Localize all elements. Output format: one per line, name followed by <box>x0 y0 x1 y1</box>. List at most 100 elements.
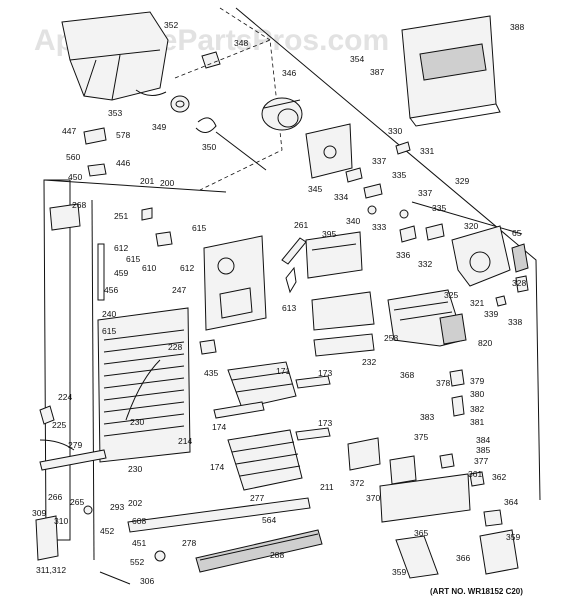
part-label: 277 <box>250 493 264 503</box>
part-label: 379 <box>470 376 484 386</box>
auger-drive <box>170 51 267 171</box>
part-label: 174 <box>210 462 224 472</box>
part-label: 612 <box>114 243 128 253</box>
part-label: 325 <box>444 290 458 300</box>
part-label: 362 <box>492 472 506 482</box>
part-label: 337 <box>372 156 386 166</box>
part-label: 338 <box>508 317 522 327</box>
part-label: 552 <box>130 557 144 567</box>
part-label: 560 <box>66 152 80 162</box>
part-label: 383 <box>420 412 434 422</box>
part-label: 211 <box>320 482 334 492</box>
part-label: 65 <box>512 228 522 238</box>
ice-maker-mold <box>387 289 467 347</box>
part-label: 306 <box>140 576 154 586</box>
part-label: 251 <box>114 211 128 221</box>
part-label: 366 <box>456 553 470 563</box>
part-label: 332 <box>418 259 432 269</box>
auger-motor <box>261 97 303 131</box>
part-label: 615 <box>102 326 116 336</box>
part-label: 330 <box>388 126 402 136</box>
ice-maker-housing <box>451 225 529 307</box>
part-label: 446 <box>116 158 130 168</box>
part-label: 354 <box>350 54 364 64</box>
part-label: 230 <box>130 417 144 427</box>
part-label: 228 <box>168 342 182 352</box>
part-label: 578 <box>116 130 130 140</box>
part-label: 268 <box>72 200 86 210</box>
part-label: 387 <box>370 67 384 77</box>
part-label: 346 <box>282 68 296 78</box>
part-label: 331 <box>420 146 434 156</box>
part-label: 349 <box>152 122 166 132</box>
part-label: 361 <box>468 469 482 479</box>
part-label: 820 <box>478 338 492 348</box>
part-label: 202 <box>128 498 142 508</box>
part-label: 337 <box>418 188 432 198</box>
part-label: 288 <box>270 550 284 560</box>
part-label: 335 <box>432 203 446 213</box>
part-label: 352 <box>164 20 178 30</box>
part-label: 564 <box>262 515 276 525</box>
part-label: 266 <box>48 492 62 502</box>
part-label: 370 <box>366 493 380 503</box>
part-label: 452 <box>100 526 114 536</box>
ice-bucket <box>61 11 169 101</box>
part-label: 450 <box>68 172 82 182</box>
part-label: 345 <box>308 184 322 194</box>
part-label: 293 <box>110 502 124 512</box>
part-label: 173 <box>318 418 332 428</box>
evaporator <box>97 307 191 463</box>
part-label: 615 <box>126 254 140 264</box>
part-label: 368 <box>400 370 414 380</box>
part-label: 375 <box>414 432 428 442</box>
part-labels: 352 348 388 354 387 346 353 349 447 578 … <box>32 20 526 586</box>
part-label: 329 <box>455 176 469 186</box>
part-label: 321 <box>470 298 484 308</box>
part-label: 610 <box>142 263 156 273</box>
part-label: 608 <box>132 516 146 526</box>
part-label: 247 <box>172 285 186 295</box>
part-label: 173 <box>318 368 332 378</box>
dispenser-door <box>401 15 501 127</box>
part-label: 395 <box>322 229 336 239</box>
part-label: 364 <box>504 497 518 507</box>
part-label: 240 <box>102 309 116 319</box>
part-label: 350 <box>202 142 216 152</box>
part-label: 372 <box>350 478 364 488</box>
part-label: 385 <box>476 445 490 455</box>
part-label: 225 <box>52 420 66 430</box>
part-label: 230 <box>128 464 142 474</box>
part-label: 333 <box>372 222 386 232</box>
part-label: 451 <box>132 538 146 548</box>
part-label: 612 <box>180 263 194 273</box>
part-label: 336 <box>396 250 410 260</box>
part-label: 381 <box>470 417 484 427</box>
part-label: 328 <box>512 278 526 288</box>
part-label: 359 <box>392 567 406 577</box>
part-label: 335 <box>392 170 406 180</box>
part-label: 382 <box>470 404 484 414</box>
part-label: 310 <box>54 516 68 526</box>
part-label: 359 <box>506 532 520 542</box>
part-label: 365 <box>414 528 428 538</box>
part-label: 348 <box>234 38 248 48</box>
part-label: 339 <box>484 309 498 319</box>
part-label: 334 <box>334 192 348 202</box>
part-label: 279 <box>68 440 82 450</box>
part-label: 340 <box>346 216 360 226</box>
part-label: 232 <box>362 357 376 367</box>
part-label: 459 <box>114 268 128 278</box>
part-label: 615 <box>192 223 206 233</box>
part-label: 265 <box>70 497 84 507</box>
part-label: 214 <box>178 436 192 446</box>
freezer-baskets <box>213 361 331 491</box>
part-label: 456 <box>104 285 118 295</box>
part-label: 388 <box>510 22 524 32</box>
part-label: 311,312 <box>36 565 66 575</box>
part-label: 435 <box>204 368 218 378</box>
part-label: 613 <box>282 303 296 313</box>
part-label: 380 <box>470 389 484 399</box>
